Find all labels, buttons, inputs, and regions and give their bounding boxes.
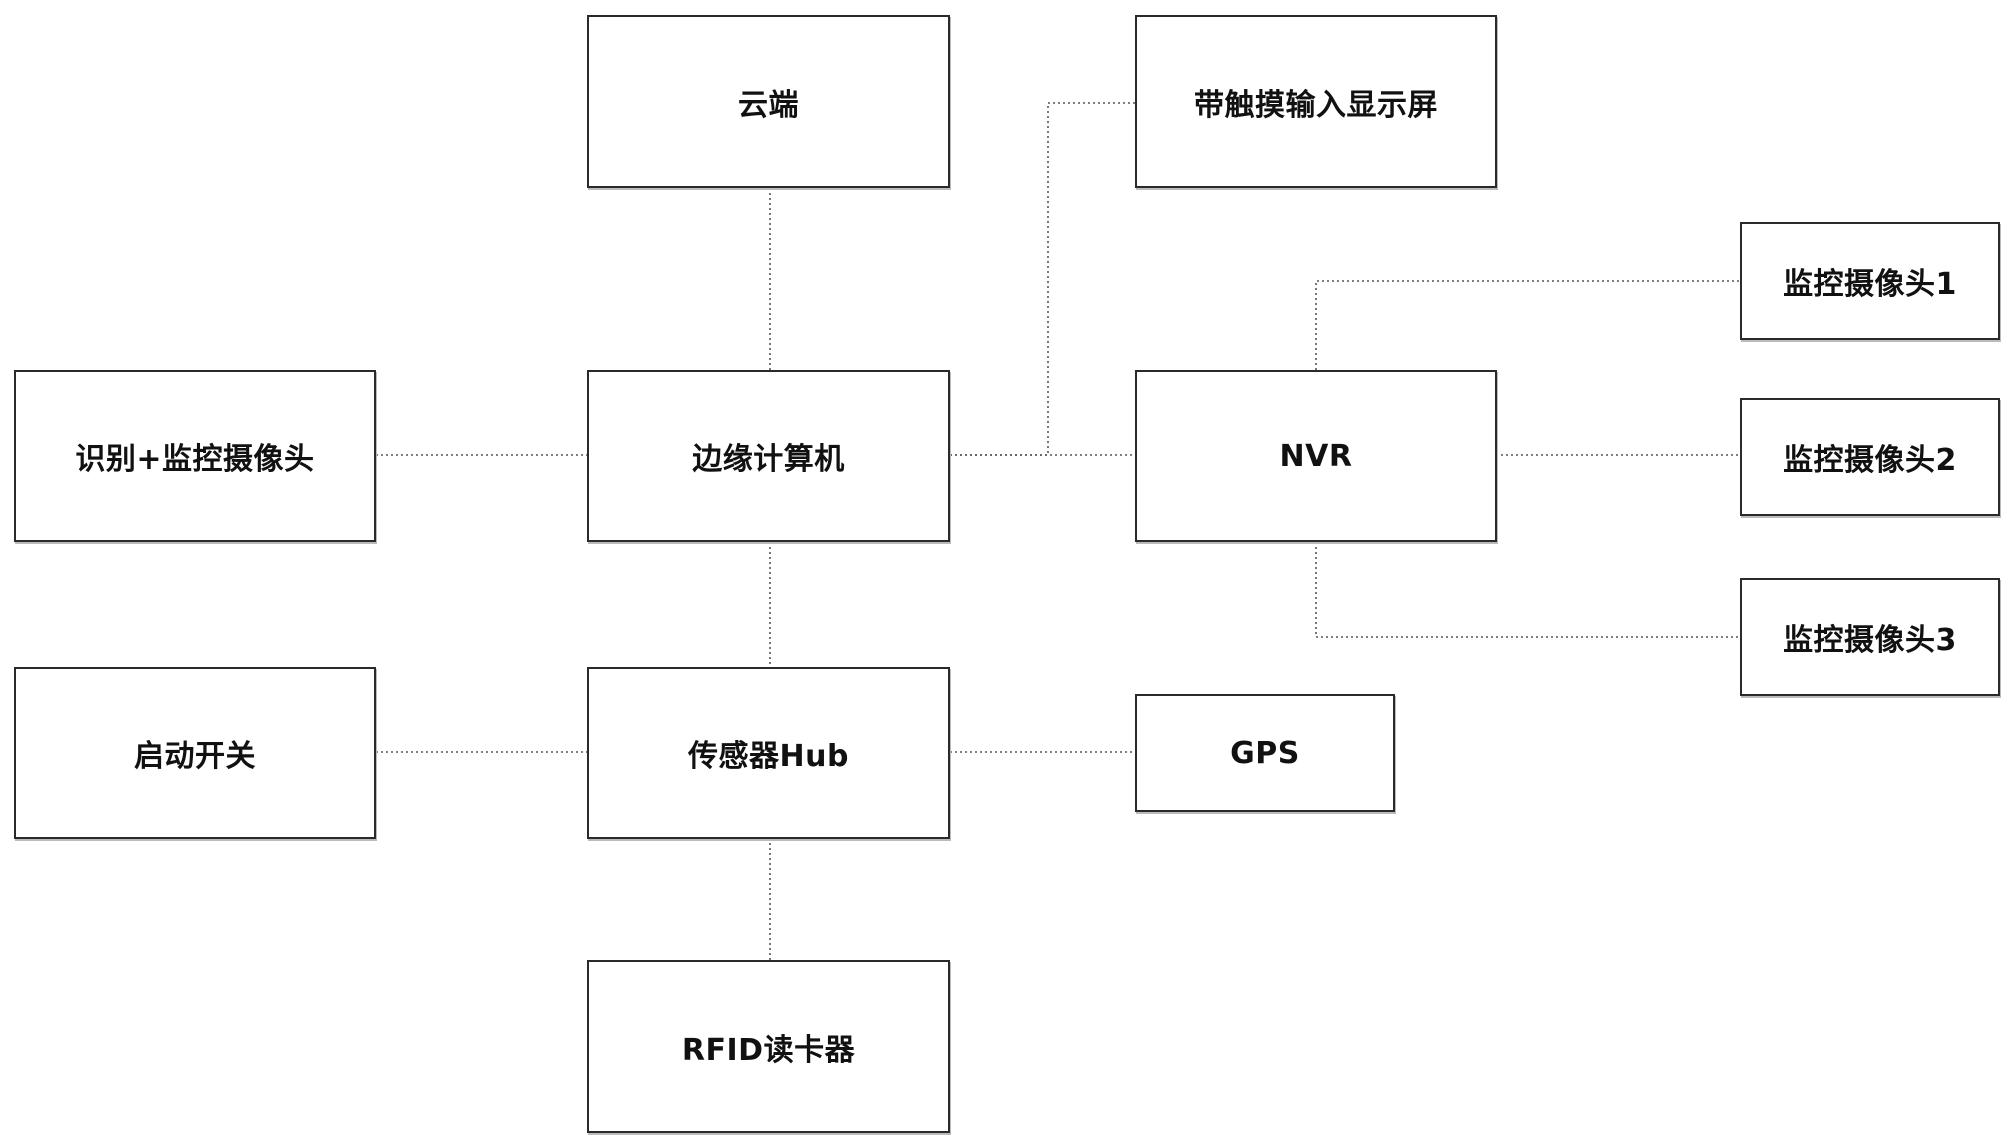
nvr-node: NVR	[1135, 370, 1497, 542]
sensor-hub-label: 传感器Hub	[688, 739, 849, 774]
start-switch-label: 启动开关	[134, 739, 256, 774]
nvr-label: NVR	[1279, 438, 1353, 474]
edge-computer-node: 边缘计算机	[587, 370, 950, 542]
gps-node: GPS	[1135, 694, 1395, 812]
link-nvr-camera-1	[1315, 280, 1740, 370]
cloud-label: 云端	[738, 87, 799, 123]
cloud-node: 云端	[587, 15, 950, 188]
start-switch-node: 启动开关	[14, 667, 376, 839]
camera-2-label: 监控摄像头2	[1783, 443, 1957, 478]
touch-display-node: 带触摸输入显示屏	[1135, 15, 1497, 188]
recognition-camera-node: 识别+监控摄像头	[14, 370, 376, 542]
camera-3-label: 监控摄像头3	[1783, 623, 1957, 658]
link-nvr-camera-3	[1315, 542, 1740, 638]
recognition-camera-label: 识别+监控摄像头	[75, 442, 315, 477]
camera-3-node: 监控摄像头3	[1740, 578, 2000, 696]
touch-display-label: 带触摸输入显示屏	[1194, 87, 1438, 123]
camera-2-node: 监控摄像头2	[1740, 398, 2000, 516]
edge-computer-label: 边缘计算机	[692, 442, 845, 477]
sensor-hub-node: 传感器Hub	[587, 667, 950, 839]
rfid-reader-node: RFID读卡器	[587, 960, 950, 1133]
link-edge-touch-display	[950, 102, 1135, 456]
camera-1-label: 监控摄像头1	[1783, 267, 1957, 302]
camera-1-node: 监控摄像头1	[1740, 222, 2000, 340]
gps-label: GPS	[1230, 735, 1300, 771]
rfid-reader-label: RFID读卡器	[681, 1032, 856, 1068]
